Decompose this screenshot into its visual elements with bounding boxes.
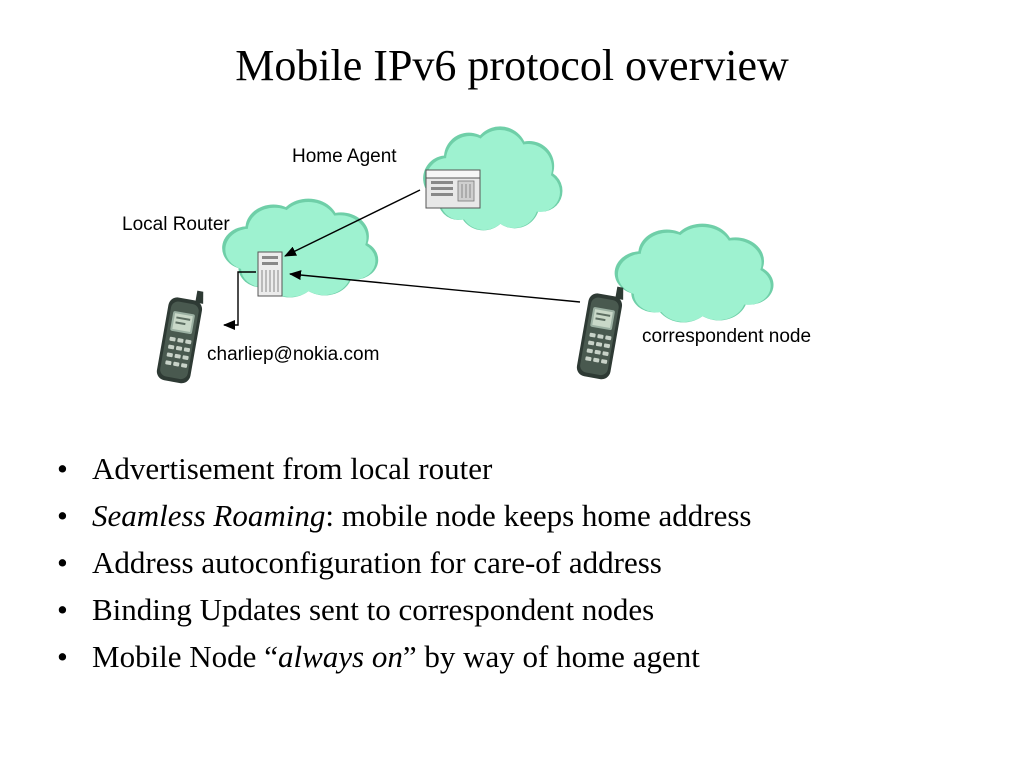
local-router-label: Local Router [122,214,230,235]
router-advertisement-arrow [223,271,256,330]
home-agent-label: Home Agent [292,146,397,167]
bullet-text: Mobile Node “ [92,639,278,674]
bullet-italic-text: always on [277,639,403,674]
bullet-item: Address autoconfiguration for care-of ad… [55,539,752,586]
bullet-text: : mobile node keeps home address [325,498,752,533]
correspondent-to-router-arrow [289,270,581,303]
home-agent-to-router-arrow [284,189,421,257]
bullet-text: Advertisement from local router [92,451,493,486]
bullet-italic-text: Seamless Roaming [92,498,326,533]
correspondent-network-cloud [614,223,774,323]
correspondent-node-label: correspondent node [642,326,812,347]
bullet-text: ” by way of home agent [402,639,700,674]
bullet-item: Seamless Roaming: mobile node keeps home… [55,492,752,539]
home-agent-server-icon [425,169,481,209]
slide-title: Mobile IPv6 protocol overview [235,41,789,90]
local-router-icon [257,251,283,297]
mobile-node-phone-icon [155,286,206,385]
mobile-node-address-label: charliep@nokia.com [207,344,380,365]
bullet-item: Binding Updates sent to correspondent no… [55,586,752,633]
bullet-text: Binding Updates sent to correspondent no… [92,592,655,627]
correspondent-phone-icon [575,282,626,381]
bullet-item: Mobile Node “always on” by way of home a… [55,633,752,680]
bullet-list: Advertisement from local router Seamless… [55,445,752,680]
bullet-item: Advertisement from local router [55,445,752,492]
network-diagram [155,126,774,385]
bullet-text: Address autoconfiguration for care-of ad… [92,545,662,580]
